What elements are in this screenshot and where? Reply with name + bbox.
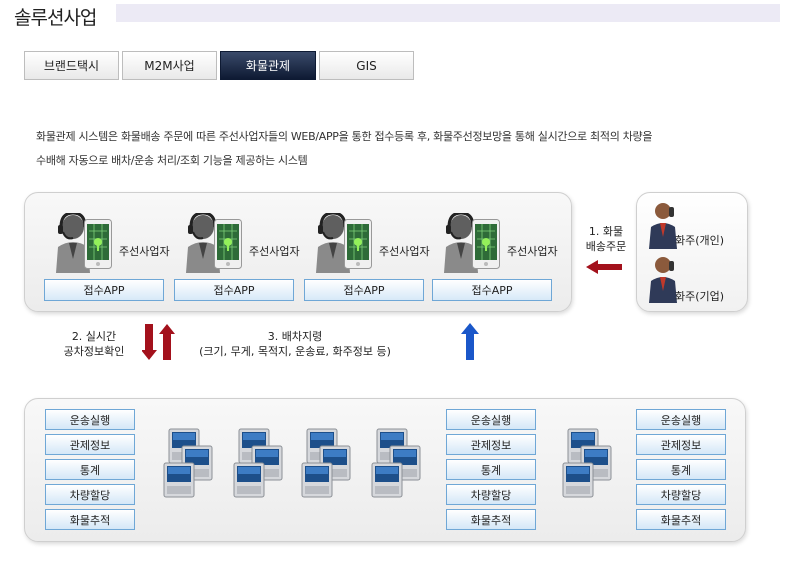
bidirectional-arrow-icon — [142, 324, 175, 360]
monitor-terminal-icon — [371, 462, 403, 502]
monitor-terminal-icon — [562, 462, 594, 502]
smartphone-map-icon — [344, 219, 372, 269]
function-button[interactable]: 운송실행 — [45, 409, 135, 430]
intake-app-button[interactable]: 접수APP — [174, 279, 294, 301]
operator-headset-icon — [444, 213, 478, 273]
operator-headset-icon — [316, 213, 350, 273]
intake-app-button[interactable]: 접수APP — [304, 279, 424, 301]
function-button[interactable]: 화물추적 — [636, 509, 726, 530]
function-button[interactable]: 운송실행 — [636, 409, 726, 430]
function-menu-left: 운송실행 관제정보 통계 차량할당 화물추적 — [45, 409, 135, 534]
shipper-person-icon — [649, 203, 677, 249]
function-button[interactable]: 운송실행 — [446, 409, 536, 430]
broker-label: 주선사업자 — [379, 245, 430, 258]
arrow-left-icon — [586, 260, 622, 274]
tab-bar: 브랜드택시 M2M사업 화물관제 GIS — [24, 51, 417, 82]
intake-app-button[interactable]: 접수APP — [44, 279, 164, 301]
function-button[interactable]: 관제정보 — [636, 434, 726, 455]
function-button[interactable]: 화물추적 — [45, 509, 135, 530]
shipper-person-icon — [649, 257, 677, 303]
smartphone-map-icon — [214, 219, 242, 269]
broker-label: 주선사업자 — [507, 245, 558, 258]
operator-headset-icon — [186, 213, 220, 273]
function-button[interactable]: 차량할당 — [45, 484, 135, 505]
monitor-terminal-icon — [301, 462, 333, 502]
monitor-terminal-icon — [233, 462, 265, 502]
tab-m2m[interactable]: M2M사업 — [122, 51, 217, 80]
function-button[interactable]: 통계 — [45, 459, 135, 480]
arrow-up-icon — [461, 323, 479, 360]
description: 화물관제 시스템은 화물배송 주문에 따른 주선사업자들의 WEB/APP을 통… — [36, 125, 652, 173]
broker-label: 주선사업자 — [119, 245, 170, 258]
function-button[interactable]: 화물추적 — [446, 509, 536, 530]
step2-label: 2. 실시간 공차정보확인 — [63, 330, 125, 358]
tab-brand-taxi[interactable]: 브랜드택시 — [24, 51, 119, 80]
tab-freight-control[interactable]: 화물관제 — [220, 51, 316, 80]
function-button[interactable]: 차량할당 — [446, 484, 536, 505]
shipper-label-company: 화주(기업) — [675, 290, 725, 303]
shipper-label-individual: 화주(개인) — [675, 234, 725, 247]
intake-app-button[interactable]: 접수APP — [432, 279, 552, 301]
title-underline-bar — [116, 4, 780, 22]
description-line-1: 화물관제 시스템은 화물배송 주문에 따른 주선사업자들의 WEB/APP을 통… — [36, 130, 653, 143]
order-label: 1. 화물 배송주문 — [585, 225, 627, 253]
smartphone-map-icon — [472, 219, 500, 269]
function-menu-middle: 운송실행 관제정보 통계 차량할당 화물추적 — [446, 409, 536, 534]
function-button[interactable]: 통계 — [446, 459, 536, 480]
tab-gis[interactable]: GIS — [319, 51, 414, 80]
function-button[interactable]: 차량할당 — [636, 484, 726, 505]
page-title: 솔루션사업 — [14, 7, 97, 29]
step3-label: 3. 배차지령 (크기, 무게, 목적지, 운송료, 화주정보 등) — [199, 330, 391, 358]
monitor-terminal-icon — [163, 462, 195, 502]
broker-label: 주선사업자 — [249, 245, 300, 258]
smartphone-map-icon — [84, 219, 112, 269]
function-button[interactable]: 통계 — [636, 459, 726, 480]
description-line-2: 수배해 자동으로 배차/운송 처리/조회 기능을 제공하는 시스템 — [36, 154, 308, 167]
function-button[interactable]: 관제정보 — [45, 434, 135, 455]
operator-headset-icon — [56, 213, 90, 273]
function-button[interactable]: 관제정보 — [446, 434, 536, 455]
shipper-panel: 화주(개인) 화주(기업) — [636, 192, 748, 312]
function-menu-right: 운송실행 관제정보 통계 차량할당 화물추적 — [636, 409, 726, 534]
